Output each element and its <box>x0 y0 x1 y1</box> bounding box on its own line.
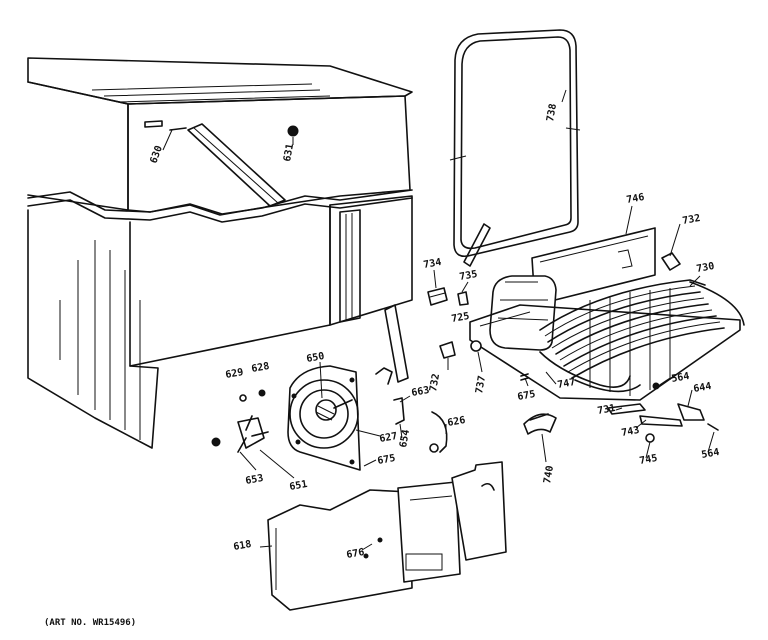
callout-629: 629 <box>225 367 245 381</box>
callout-745: 745 <box>639 453 659 467</box>
brackets-right <box>523 382 719 443</box>
door-gasket <box>449 29 581 267</box>
callout-644: 644 <box>693 381 713 395</box>
callout-743: 743 <box>621 425 641 439</box>
rear-cover-panels <box>267 461 507 611</box>
callout-labels: 630 631 738 746 732 734 735 725 730 650 … <box>148 103 720 561</box>
callout-628: 628 <box>251 361 271 375</box>
art-number: (ART NO. WR15496) <box>44 618 136 628</box>
callout-663: 663 <box>411 385 431 399</box>
callout-740: 740 <box>542 465 556 485</box>
callout-654: 654 <box>398 429 412 449</box>
callout-731: 731 <box>597 403 617 417</box>
callout-564-bottom: 564 <box>701 447 721 461</box>
callout-732-top: 732 <box>682 213 702 227</box>
callout-618: 618 <box>233 539 253 553</box>
callout-747: 747 <box>557 377 577 391</box>
callout-626: 626 <box>447 415 467 429</box>
callout-725: 725 <box>451 311 471 325</box>
callout-735: 735 <box>459 269 479 283</box>
callout-630: 630 <box>148 144 165 165</box>
fan-blade <box>237 415 269 453</box>
cabinet-housing <box>27 57 413 449</box>
callout-675-left: 675 <box>377 453 397 467</box>
callout-564-top: 564 <box>671 371 691 385</box>
callout-746: 746 <box>626 192 646 206</box>
callout-730: 730 <box>696 261 716 275</box>
callout-675-right: 675 <box>517 389 537 403</box>
leader-lines <box>162 89 715 551</box>
callout-650: 650 <box>306 351 326 365</box>
refrigeration-unit <box>469 227 745 401</box>
callout-651: 651 <box>289 479 309 493</box>
callout-653: 653 <box>245 473 265 487</box>
callout-676: 676 <box>346 547 366 561</box>
callout-737: 737 <box>474 375 488 395</box>
callout-627: 627 <box>379 431 399 445</box>
callout-732-mid: 732 <box>428 373 442 393</box>
small-parts-left <box>211 287 529 453</box>
fan-shroud <box>287 365 361 471</box>
callout-738: 738 <box>545 103 559 123</box>
knob-631-part <box>287 125 299 137</box>
callout-734: 734 <box>423 257 443 271</box>
callout-631: 631 <box>282 143 296 163</box>
